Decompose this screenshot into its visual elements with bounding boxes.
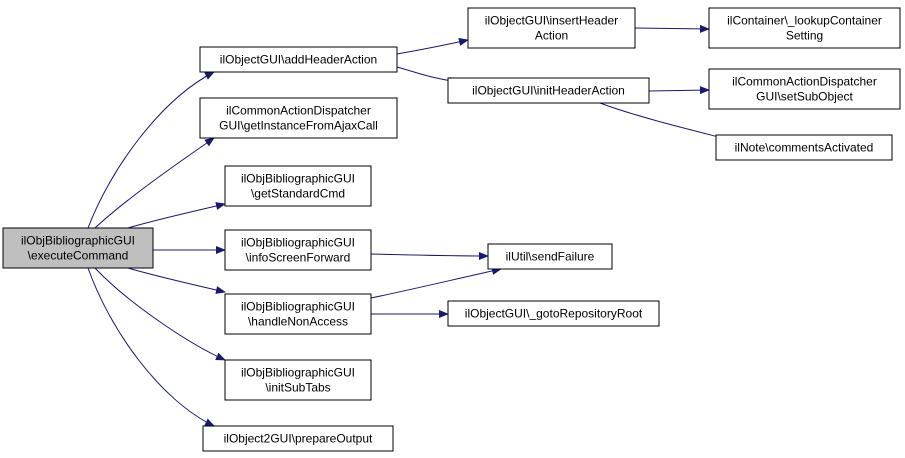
node-label: ilObjBibliographicGUI [21,234,135,248]
edge-root-to-initSubTabs [94,267,226,361]
node-getInstanceFromAjaxCall[interactable]: ilCommonActionDispatcherGUI\getInstanceF… [199,97,398,139]
node-sendFailure[interactable]: ilUtil\sendFailure [487,243,613,270]
node-label: ilObjBibliographicGUI [241,366,355,380]
node-label: ilContainer\_lookupContainer [727,14,882,28]
node-label: ilObjectGUI\_gotoRepositoryRoot [465,307,643,321]
node-label: ilObjBibliographicGUI [241,236,355,250]
node-handleNonAccess[interactable]: ilObjBibliographicGUI\handleNonAccess [224,293,372,335]
node-box [224,165,372,207]
node-label: Action [535,29,568,43]
node-label: ilObjectGUI\insertHeader [485,14,618,28]
edge-addHeaderAction-to-insertHeaderAction [396,38,469,55]
node-box [708,68,901,110]
node-box [708,7,901,49]
node-label: ilObjectGUI\addHeaderAction [220,53,377,67]
node-box [199,46,398,73]
edge-root-to-prepareOutput [87,267,215,427]
edge-infoScreenForward-to-sendFailure [370,251,489,260]
node-box [447,300,660,327]
node-label: ilObject2GUI\prepareOutput [224,432,373,446]
node-label: \executeCommand [28,249,129,263]
node-box [202,425,394,452]
node-root[interactable]: ilObjBibliographicGUI\executeCommand [2,227,154,269]
node-box [2,227,154,269]
node-label: ilObjBibliographicGUI [241,300,355,314]
edge-root-to-getStandardCmd [127,202,226,229]
node-label: Setting [786,29,823,43]
node-infoScreenForward[interactable]: ilObjBibliographicGUI\infoScreenForward [224,229,372,271]
node-getStandardCmd[interactable]: ilObjBibliographicGUI\getStandardCmd [224,165,372,207]
edge-root-to-addHeaderAction [87,71,215,229]
node-box [224,229,372,271]
edge-handleNonAccess-to-sendFailure [370,267,502,299]
node-label: ilCommonActionDispatcher [732,75,877,89]
node-label: \handleNonAccess [248,315,348,329]
node-box [224,293,372,335]
node-box [487,243,613,270]
node-box [715,134,893,161]
node-initHeaderAction[interactable]: ilObjectGUI\initHeaderAction [447,77,650,104]
node-label: ilObjBibliographicGUI [241,172,355,186]
node-initSubTabs[interactable]: ilObjBibliographicGUI\initSubTabs [224,359,372,401]
node-box [199,97,398,139]
node-label: \getStandardCmd [251,187,345,201]
edges-layer [87,24,747,427]
node-label: ilCommonActionDispatcher [226,104,371,118]
node-commentsActivated[interactable]: ilNote\commentsActivated [715,134,893,161]
node-label: ilNote\commentsActivated [735,141,874,155]
nodes-layer: ilObjBibliographicGUI\executeCommandilOb… [2,7,901,452]
edge-insertHeaderAction-to-lookupContainerSetting [634,24,710,33]
node-gotoRepositoryRoot[interactable]: ilObjectGUI\_gotoRepositoryRoot [447,300,660,327]
node-label: ilUtil\sendFailure [506,250,595,264]
edge-initHeaderAction-to-setSubObject [648,86,710,95]
node-label: \infoScreenForward [246,251,351,265]
node-label: GUI\setSubObject [756,90,853,104]
node-prepareOutput[interactable]: ilObject2GUI\prepareOutput [202,425,394,452]
node-label: ilObjectGUI\initHeaderAction [472,84,625,98]
edge-root-to-getInstanceFromAjaxCall [94,137,215,229]
node-label: \initSubTabs [265,381,330,395]
node-box [447,77,650,104]
node-box [224,359,372,401]
node-addHeaderAction[interactable]: ilObjectGUI\addHeaderAction [199,46,398,73]
edge-root-to-handleNonAccess [127,267,226,294]
node-label: GUI\getInstanceFromAjaxCall [219,119,378,133]
node-box [467,7,636,49]
